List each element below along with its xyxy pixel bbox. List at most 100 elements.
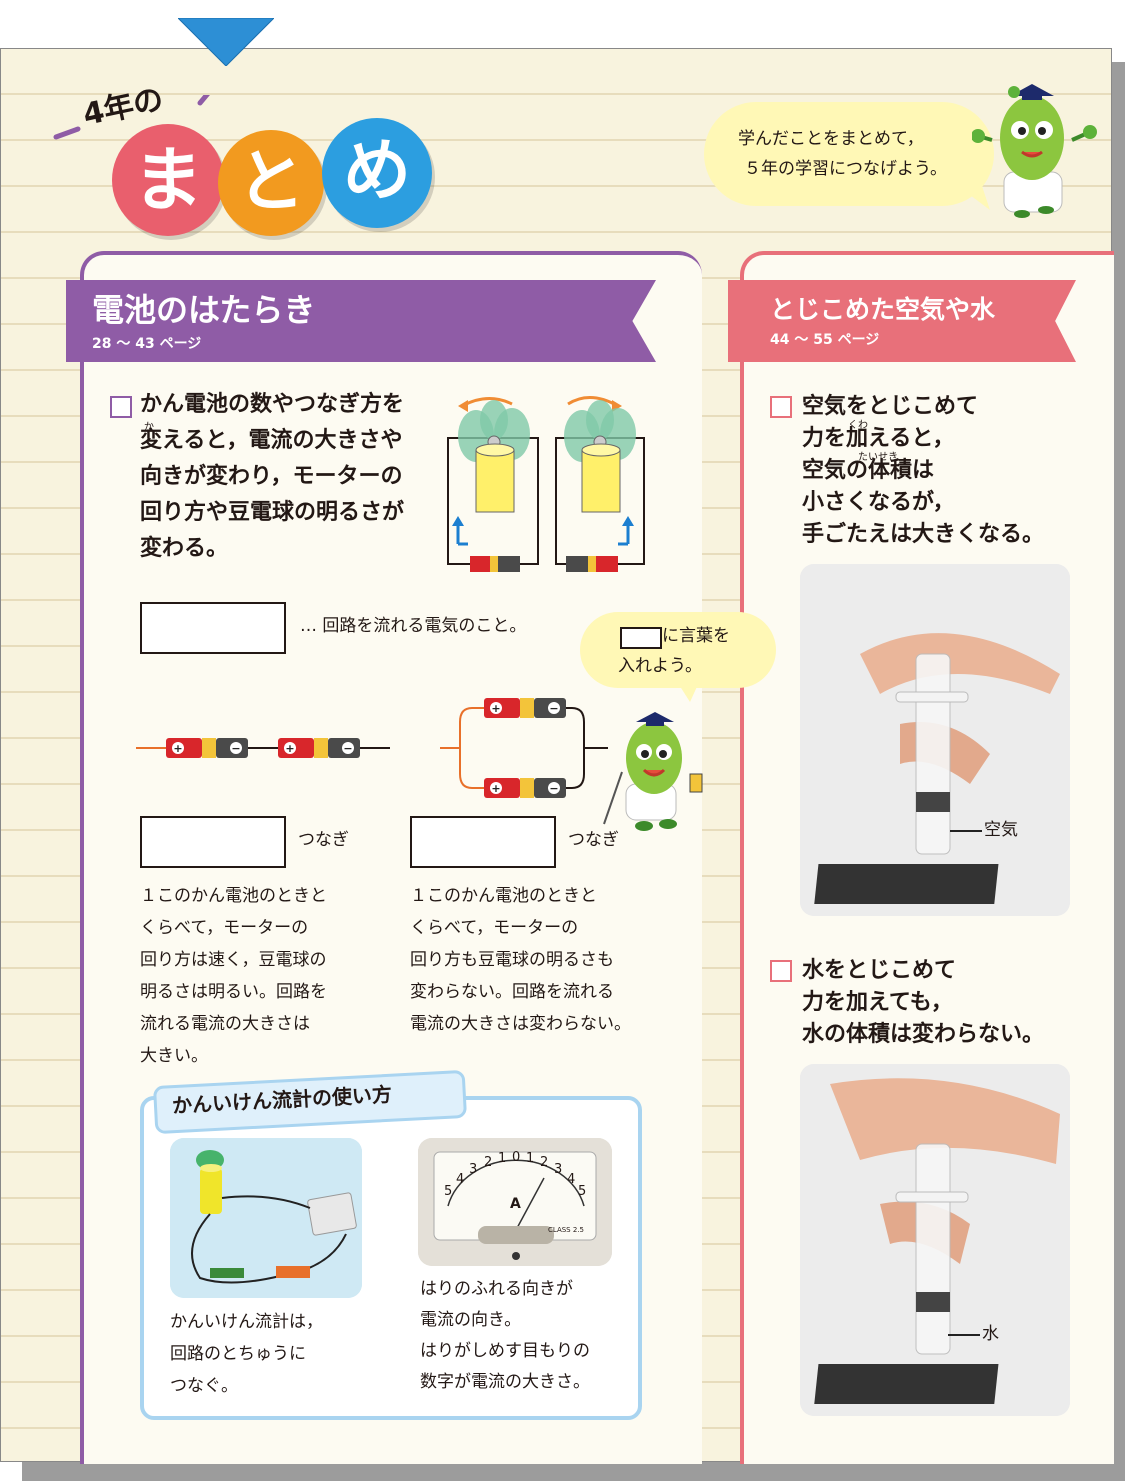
galvanometer-photo: [418, 1138, 612, 1266]
checkbox-battery-point[interactable]: [110, 396, 132, 418]
meter-number: 4: [456, 1172, 465, 1187]
title-char-ma: ま: [133, 139, 203, 221]
checkbox-water-point[interactable]: [770, 960, 792, 982]
series-desc-line: 回り方は速く，豆電球の: [140, 950, 327, 970]
meter-number: 2: [540, 1155, 549, 1170]
top-tab-arrow: [176, 17, 276, 67]
battery-point-text: かん電池の数やつなぎ方を 変えると，電流の大きさや 向きが変わり，モーターの 回…: [140, 388, 430, 565]
meter-caption-line: 電流の向き。: [420, 1310, 522, 1330]
battery-point-line: 変えると，電流の大きさや: [140, 428, 403, 453]
title-char-me: め: [342, 132, 411, 211]
series-suffix-label: つなぎ: [298, 830, 349, 850]
answer-box-parallel[interactable]: [410, 816, 556, 868]
parallel-suffix-label: つなぎ: [568, 830, 619, 850]
section-ribbon-battery: [66, 280, 656, 362]
series-description: １このかん電池のときと くらべて，モーターの 回り方は速く，豆電球の 明るさは明…: [140, 880, 390, 1072]
water-point-line: 水をとじこめて: [802, 958, 957, 983]
hint-bubble-tail: [676, 680, 706, 708]
meter-number: 4: [567, 1172, 576, 1187]
ruby-kuwa: くわ: [848, 420, 868, 431]
hint-line1: に言葉を: [662, 626, 730, 646]
parallel-desc-line: 回り方も豆電球の明るさも: [410, 950, 614, 970]
answer-box-current[interactable]: [140, 602, 286, 654]
air-point-text: 空気をとじこめて 力を加えると， 空気の体積は 小さくなるが， 手ごたえは大きく…: [802, 390, 1102, 551]
checkbox-air-point[interactable]: [770, 396, 792, 418]
meter-unit-label: A: [510, 1196, 521, 1212]
mascot-top-illustration: [971, 80, 1102, 224]
meter-caption-line: はりがしめす目もりの: [420, 1341, 590, 1361]
meter-number: 5: [444, 1184, 453, 1199]
mascot-pointer-illustration: [598, 708, 710, 842]
top-speech-bubble: [704, 102, 994, 206]
meter-number: 3: [469, 1162, 478, 1177]
svg-text:−: −: [343, 742, 352, 755]
svg-text:+: +: [173, 742, 182, 755]
meter-number: 5: [578, 1184, 587, 1199]
hint-line2: 入れよう。: [618, 656, 702, 676]
answer-box-series[interactable]: [140, 816, 286, 868]
meter-class-label: CLASS 2.5: [548, 1226, 584, 1234]
parallel-battery-diagram: + − + −: [440, 692, 620, 812]
section-pages-battery: 28 ～ 43 ページ: [92, 336, 202, 352]
parallel-desc-line: １このかん電池のときと: [410, 886, 597, 906]
svg-text:+: +: [491, 782, 500, 795]
meter-caption-line: 数字が電流の大きさ。: [420, 1372, 590, 1392]
air-label-line: [950, 830, 982, 832]
meter-number: 0: [512, 1150, 521, 1165]
top-bubble-tail: [950, 180, 990, 216]
title-circle-ma: [112, 124, 224, 236]
air-point-line: 力を加えると，: [802, 426, 955, 451]
hint-blank-icon: [620, 627, 662, 649]
svg-text:−: −: [231, 742, 240, 755]
meter-caption-line: はりのふれる向きが: [420, 1279, 573, 1299]
air-point-line: 小さくなるが，: [802, 490, 955, 515]
meter-number: 3: [554, 1162, 563, 1177]
parallel-desc-line: 電流の大きさは変わらない。: [410, 1014, 631, 1034]
ruby-ka: か: [144, 422, 154, 433]
water-point-line: 力を加えても，: [802, 990, 953, 1015]
svg-text:+: +: [285, 742, 294, 755]
circuit-caption-line: かんいけん流計は，: [170, 1312, 323, 1332]
meter-number: 2: [484, 1155, 493, 1170]
parallel-desc-line: くらべて，モーターの: [410, 918, 579, 938]
section-ribbon-air-water: [728, 280, 1076, 362]
parallel-description: １このかん電池のときと くらべて，モーターの 回り方も豆電球の明るさも 変わらな…: [410, 880, 690, 1040]
series-desc-line: １このかん電池のときと: [140, 886, 327, 906]
battery-point-line: 変わる。: [140, 536, 229, 561]
current-definition: … 回路を流れる電気のこと。: [300, 616, 527, 636]
water-point-text: 水をとじこめて 力を加えても， 水の体積は変わらない。: [802, 954, 1102, 1051]
series-desc-line: くらべて，モーターの: [140, 918, 309, 938]
water-label-line: [948, 1334, 980, 1336]
circuit-caption: かんいけん流計は， 回路のとちゅうに つなぐ。: [170, 1306, 390, 1402]
battery-point-line: 向きが変わり，モーターの: [140, 464, 403, 489]
top-bubble-line1: 学んだことをまとめて，: [738, 129, 924, 149]
meter-scale-numbers: 5 4 3 2 1 0 1 2 3 4 5: [442, 1150, 592, 1199]
top-bubble-line2: ５年の学習につなげよう。: [744, 159, 947, 179]
water-syringe-photo: [800, 1064, 1070, 1416]
battery-point-line: 回り方や豆電球の明るさが: [140, 500, 405, 525]
svg-text:+: +: [491, 702, 500, 715]
svg-text:−: −: [549, 702, 558, 715]
svg-text:−: −: [549, 782, 558, 795]
parallel-desc-line: 変わらない。回路を流れる: [410, 982, 614, 1002]
title-circle-to: [218, 130, 324, 236]
series-desc-line: 大きい。: [140, 1046, 208, 1066]
air-point-line: 手ごたえは大きくなる。: [802, 522, 1045, 547]
water-label: 水: [982, 1324, 999, 1344]
meter-caption: はりのふれる向きが 電流の向き。 はりがしめす目もりの 数字が電流の大きさ。: [420, 1274, 630, 1398]
title-circle-me: [322, 118, 432, 228]
section-title-battery: 電池のはたらき: [92, 291, 316, 329]
motor-circuit-diagrams: [440, 384, 650, 584]
air-point-line: 空気の体積は: [802, 458, 935, 483]
hint-speech-bubble: [580, 612, 776, 688]
meter-number: 1: [498, 1151, 507, 1166]
water-point-line: 水の体積は変わらない。: [802, 1022, 1045, 1047]
series-battery-diagram: + − + −: [136, 734, 396, 768]
meter-number: 1: [526, 1151, 535, 1166]
air-label: 空気: [984, 820, 1018, 840]
section-title-air-water: とじこめた空気や水: [770, 295, 996, 324]
air-point-line: 空気をとじこめて: [802, 394, 979, 419]
meter-circuit-photo: [170, 1138, 362, 1298]
section-pages-air-water: 44 ～ 55 ページ: [770, 332, 880, 348]
air-syringe-photo: [800, 564, 1070, 916]
